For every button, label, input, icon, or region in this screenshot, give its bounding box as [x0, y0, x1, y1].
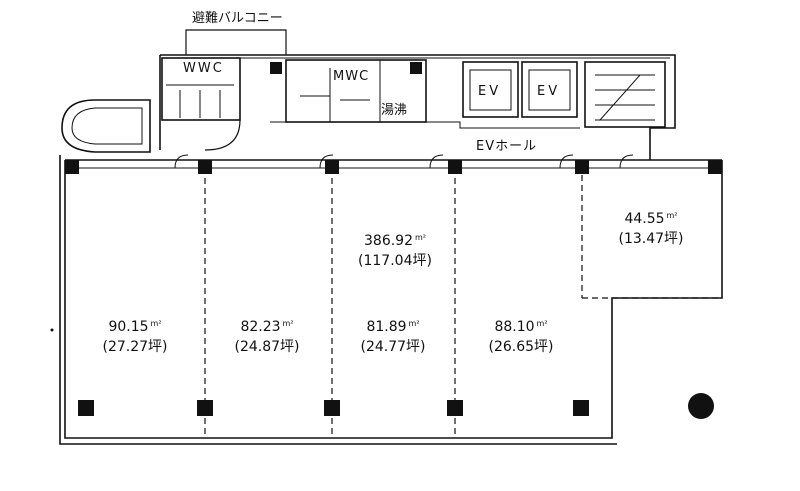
column: [575, 160, 589, 174]
outer-wall-line: [59, 155, 617, 445]
area-unit: m²: [536, 319, 548, 328]
column: [410, 62, 422, 74]
room-3-area: 81.89: [366, 319, 407, 335]
column: [708, 160, 722, 174]
area-unit: m²: [666, 211, 678, 220]
ev-shaft-2: [521, 61, 578, 118]
balcony-label: 避難バルコニー: [192, 11, 283, 26]
column: [78, 400, 94, 416]
ev-1-label: EV: [478, 84, 502, 99]
column: [447, 400, 463, 416]
room-5-tsubo: (13.47坪): [618, 231, 684, 247]
room-4-area: 88.10: [494, 319, 535, 335]
column: [198, 160, 212, 174]
room-1-area: 90.15: [108, 319, 149, 335]
column: [65, 160, 79, 174]
room-2-tsubo: (24.87坪): [234, 339, 300, 355]
room-1-tsubo: (27.27坪): [102, 339, 168, 355]
column: [270, 62, 282, 74]
total-area-value: 386.92: [364, 233, 413, 249]
room-5-area: 44.55: [624, 211, 665, 227]
kitchen-label: 湯沸: [381, 103, 408, 118]
total-tsubo: (117.04坪): [358, 253, 432, 269]
floor-outline: [64, 160, 723, 439]
wc-left-block: [161, 57, 241, 121]
column: [325, 160, 339, 174]
column: [573, 400, 589, 416]
core-outline: [159, 54, 676, 160]
area-unit: m²: [408, 319, 420, 328]
column: [448, 160, 462, 174]
room-4-tsubo: (26.65坪): [488, 339, 554, 355]
wc-right-label: MWC: [333, 69, 370, 84]
ev-2-label: EV: [537, 84, 561, 99]
area-unit: m²: [415, 233, 426, 242]
column: [324, 400, 340, 416]
exterior-pillar: [688, 393, 714, 419]
wc-left-label: WWC: [183, 61, 224, 76]
room-2-area: 82.23: [240, 319, 281, 335]
column: [197, 400, 213, 416]
stair-left: [61, 99, 151, 153]
ev-hall-label: EVホール: [476, 139, 538, 154]
room-3-tsubo: (24.77坪): [360, 339, 426, 355]
area-unit: m²: [282, 319, 294, 328]
balcony: [185, 29, 287, 55]
area-unit: m²: [150, 319, 162, 328]
stair-right: [584, 61, 666, 128]
ev-shaft-1: [462, 61, 519, 118]
